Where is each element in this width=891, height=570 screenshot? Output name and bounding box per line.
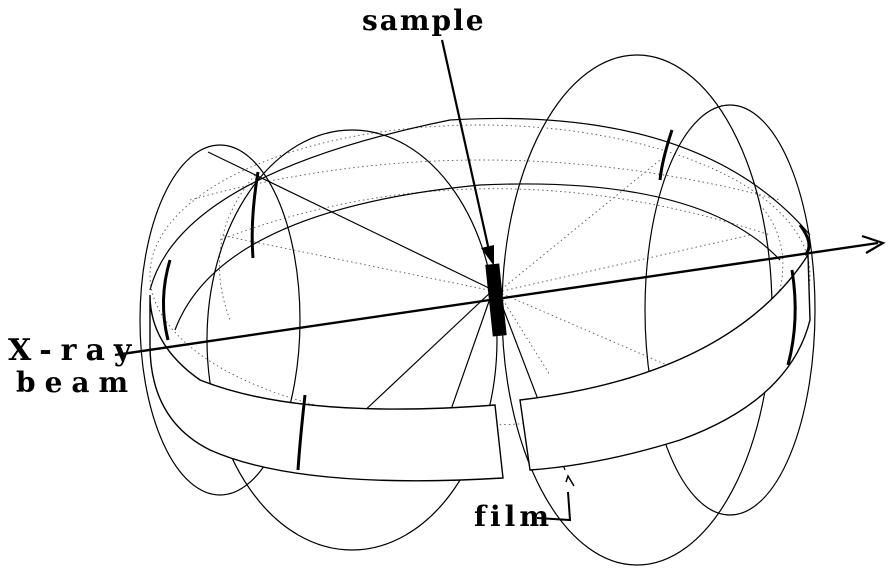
label-sample: sample: [362, 4, 486, 37]
label-xray-line2: beam: [16, 366, 137, 399]
diffraction-arcs: [162, 129, 811, 471]
left-ellipses: [139, 129, 498, 551]
label-film: film: [474, 500, 553, 533]
label-xray-line1: X-ray: [8, 333, 140, 368]
film-strip: [149, 252, 811, 482]
film-pointer-arrow: [536, 474, 575, 522]
sample-pointer-arrow: [440, 39, 494, 266]
sample-marker: [485, 263, 507, 337]
dotted-construction-lines: [149, 124, 811, 426]
film-strip-top: [149, 117, 811, 331]
